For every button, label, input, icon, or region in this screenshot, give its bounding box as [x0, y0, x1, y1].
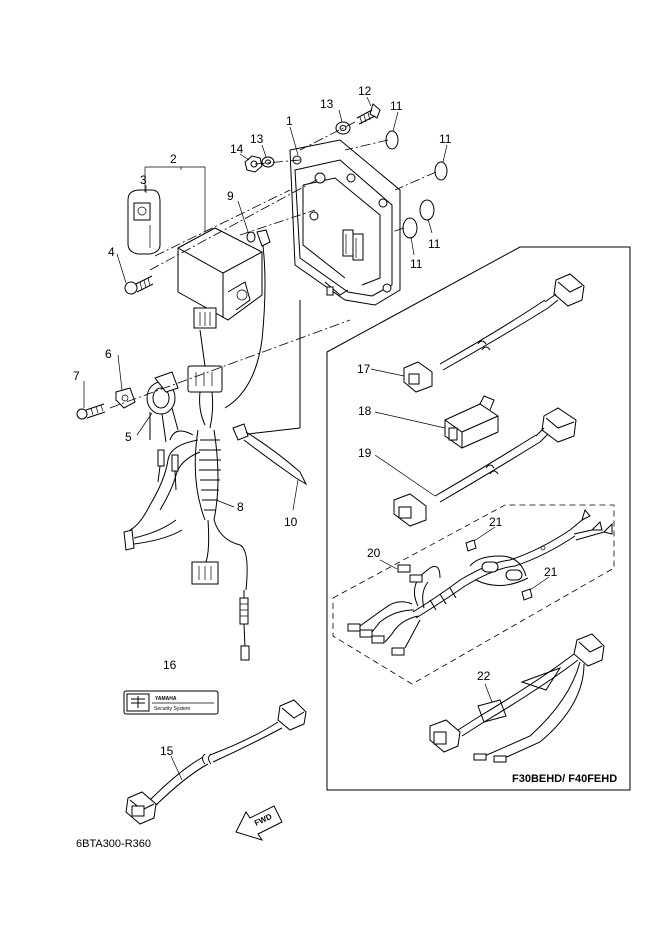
part-17-harness — [403, 273, 585, 393]
part-19-harness — [393, 407, 577, 527]
callout-22: 22 — [477, 669, 491, 683]
callout-2: 2 — [170, 152, 177, 166]
leader-lines — [83, 96, 550, 781]
part-4-bolt — [124, 275, 154, 295]
callout-13b: 13 — [250, 132, 264, 146]
callout-21b: 21 — [544, 565, 558, 579]
part-22-harness — [429, 633, 605, 763]
inset-box — [326, 246, 631, 791]
part-12-screw — [356, 103, 381, 125]
callout-11c: 11 — [428, 237, 441, 251]
callout-1: 1 — [286, 114, 293, 128]
callout-8: 8 — [237, 500, 244, 514]
part-2-cdi-unit — [177, 227, 263, 329]
callout-15: 15 — [160, 744, 174, 758]
part-3-cap — [127, 189, 161, 255]
callout-11d: 11 — [410, 257, 423, 271]
callout-3: 3 — [140, 173, 147, 187]
part-15-extension-harness — [125, 699, 307, 825]
part-1-bracket — [289, 139, 401, 306]
part-16-security-label: YAMAHA Security System — [123, 690, 219, 715]
part-18-connector — [444, 395, 499, 449]
part-5-sensor — [146, 371, 179, 443]
assembly-lines — [109, 121, 437, 435]
part-9-washer — [246, 231, 256, 243]
part-7-screw — [76, 403, 106, 420]
part-6-clip — [115, 387, 136, 409]
fwd-arrow: FWD — [235, 805, 283, 841]
callout-numbers: 1 2 3 4 5 6 7 8 9 10 11 11 11 11 12 13 1… — [73, 84, 558, 758]
label-16-brand: YAMAHA — [155, 696, 177, 702]
callout-13a: 13 — [320, 97, 334, 111]
part-8-wire-harness — [123, 229, 271, 661]
callout-11b: 11 — [439, 132, 452, 146]
callout-21a: 21 — [489, 515, 503, 529]
inset-model-label: F30BEHD/ F40FEHD — [512, 773, 617, 785]
callout-4: 4 — [108, 245, 115, 259]
callout-11a: 11 — [390, 99, 403, 113]
callout-19: 19 — [358, 446, 372, 460]
label-16-line: Security System — [154, 706, 190, 712]
callout-5: 5 — [125, 430, 132, 444]
callout-12: 12 — [358, 84, 372, 98]
callout-7: 7 — [73, 369, 80, 383]
footer-code: 6BTA300-R360 — [76, 838, 151, 850]
part-20-dashed-box — [332, 504, 615, 685]
callout-6: 6 — [105, 347, 112, 361]
callout-9: 9 — [227, 189, 234, 203]
callout-16: 16 — [163, 658, 177, 672]
callout-14: 14 — [230, 142, 244, 156]
part-20-harness — [347, 508, 613, 656]
part-11-grommets — [385, 130, 448, 239]
callout-18: 18 — [358, 404, 372, 418]
callout-20: 20 — [367, 546, 381, 560]
part-10-cable-tie — [232, 423, 308, 486]
part-21-terminals — [465, 539, 533, 601]
callout-10: 10 — [284, 515, 298, 529]
callout-17: 17 — [357, 362, 371, 376]
